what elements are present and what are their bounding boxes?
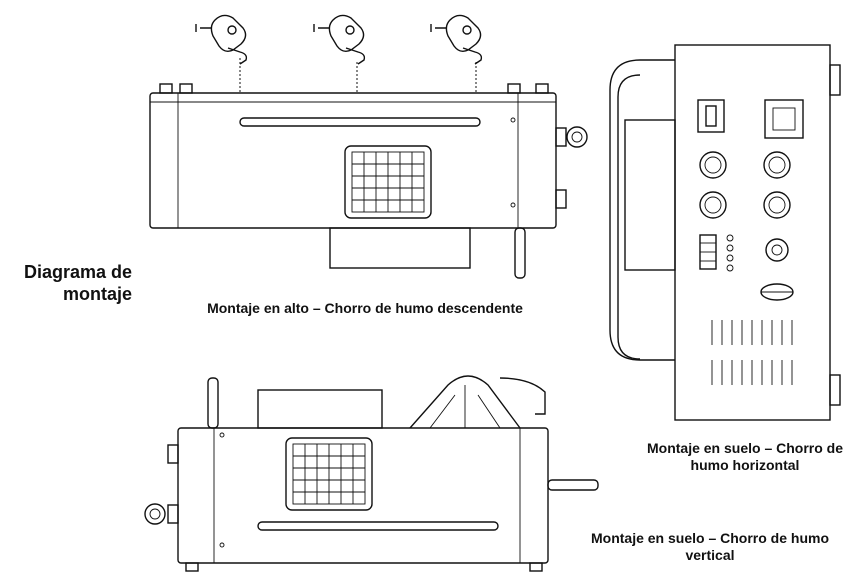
power-switch-icon xyxy=(697,99,725,133)
vent-grid xyxy=(351,151,425,213)
caption-floor-horizontal: Montaje en suelo – Chorro de humo horizo… xyxy=(646,440,844,473)
caption-floor-vertical: Montaje en suelo – Chorro de humo vertic… xyxy=(590,530,830,563)
fog-machine-icon-floor-horizontal xyxy=(609,44,841,421)
vent-grid-bottom xyxy=(292,443,366,505)
clamp-icon-middle xyxy=(313,14,366,92)
clamp-icon-left xyxy=(195,14,248,92)
fog-machine-icon-floor-vertical xyxy=(144,375,599,572)
clamp-icon-right xyxy=(430,14,483,92)
diagram-title: Diagrama de montaje xyxy=(23,262,132,304)
fog-machine-icon-hanging xyxy=(149,83,588,279)
power-inlet-icon xyxy=(764,99,804,139)
xlr-connector-icon xyxy=(699,151,727,179)
caption-hanging: Montaje en alto – Chorro de humo descend… xyxy=(207,300,523,316)
led-indicator-icon xyxy=(726,234,734,242)
